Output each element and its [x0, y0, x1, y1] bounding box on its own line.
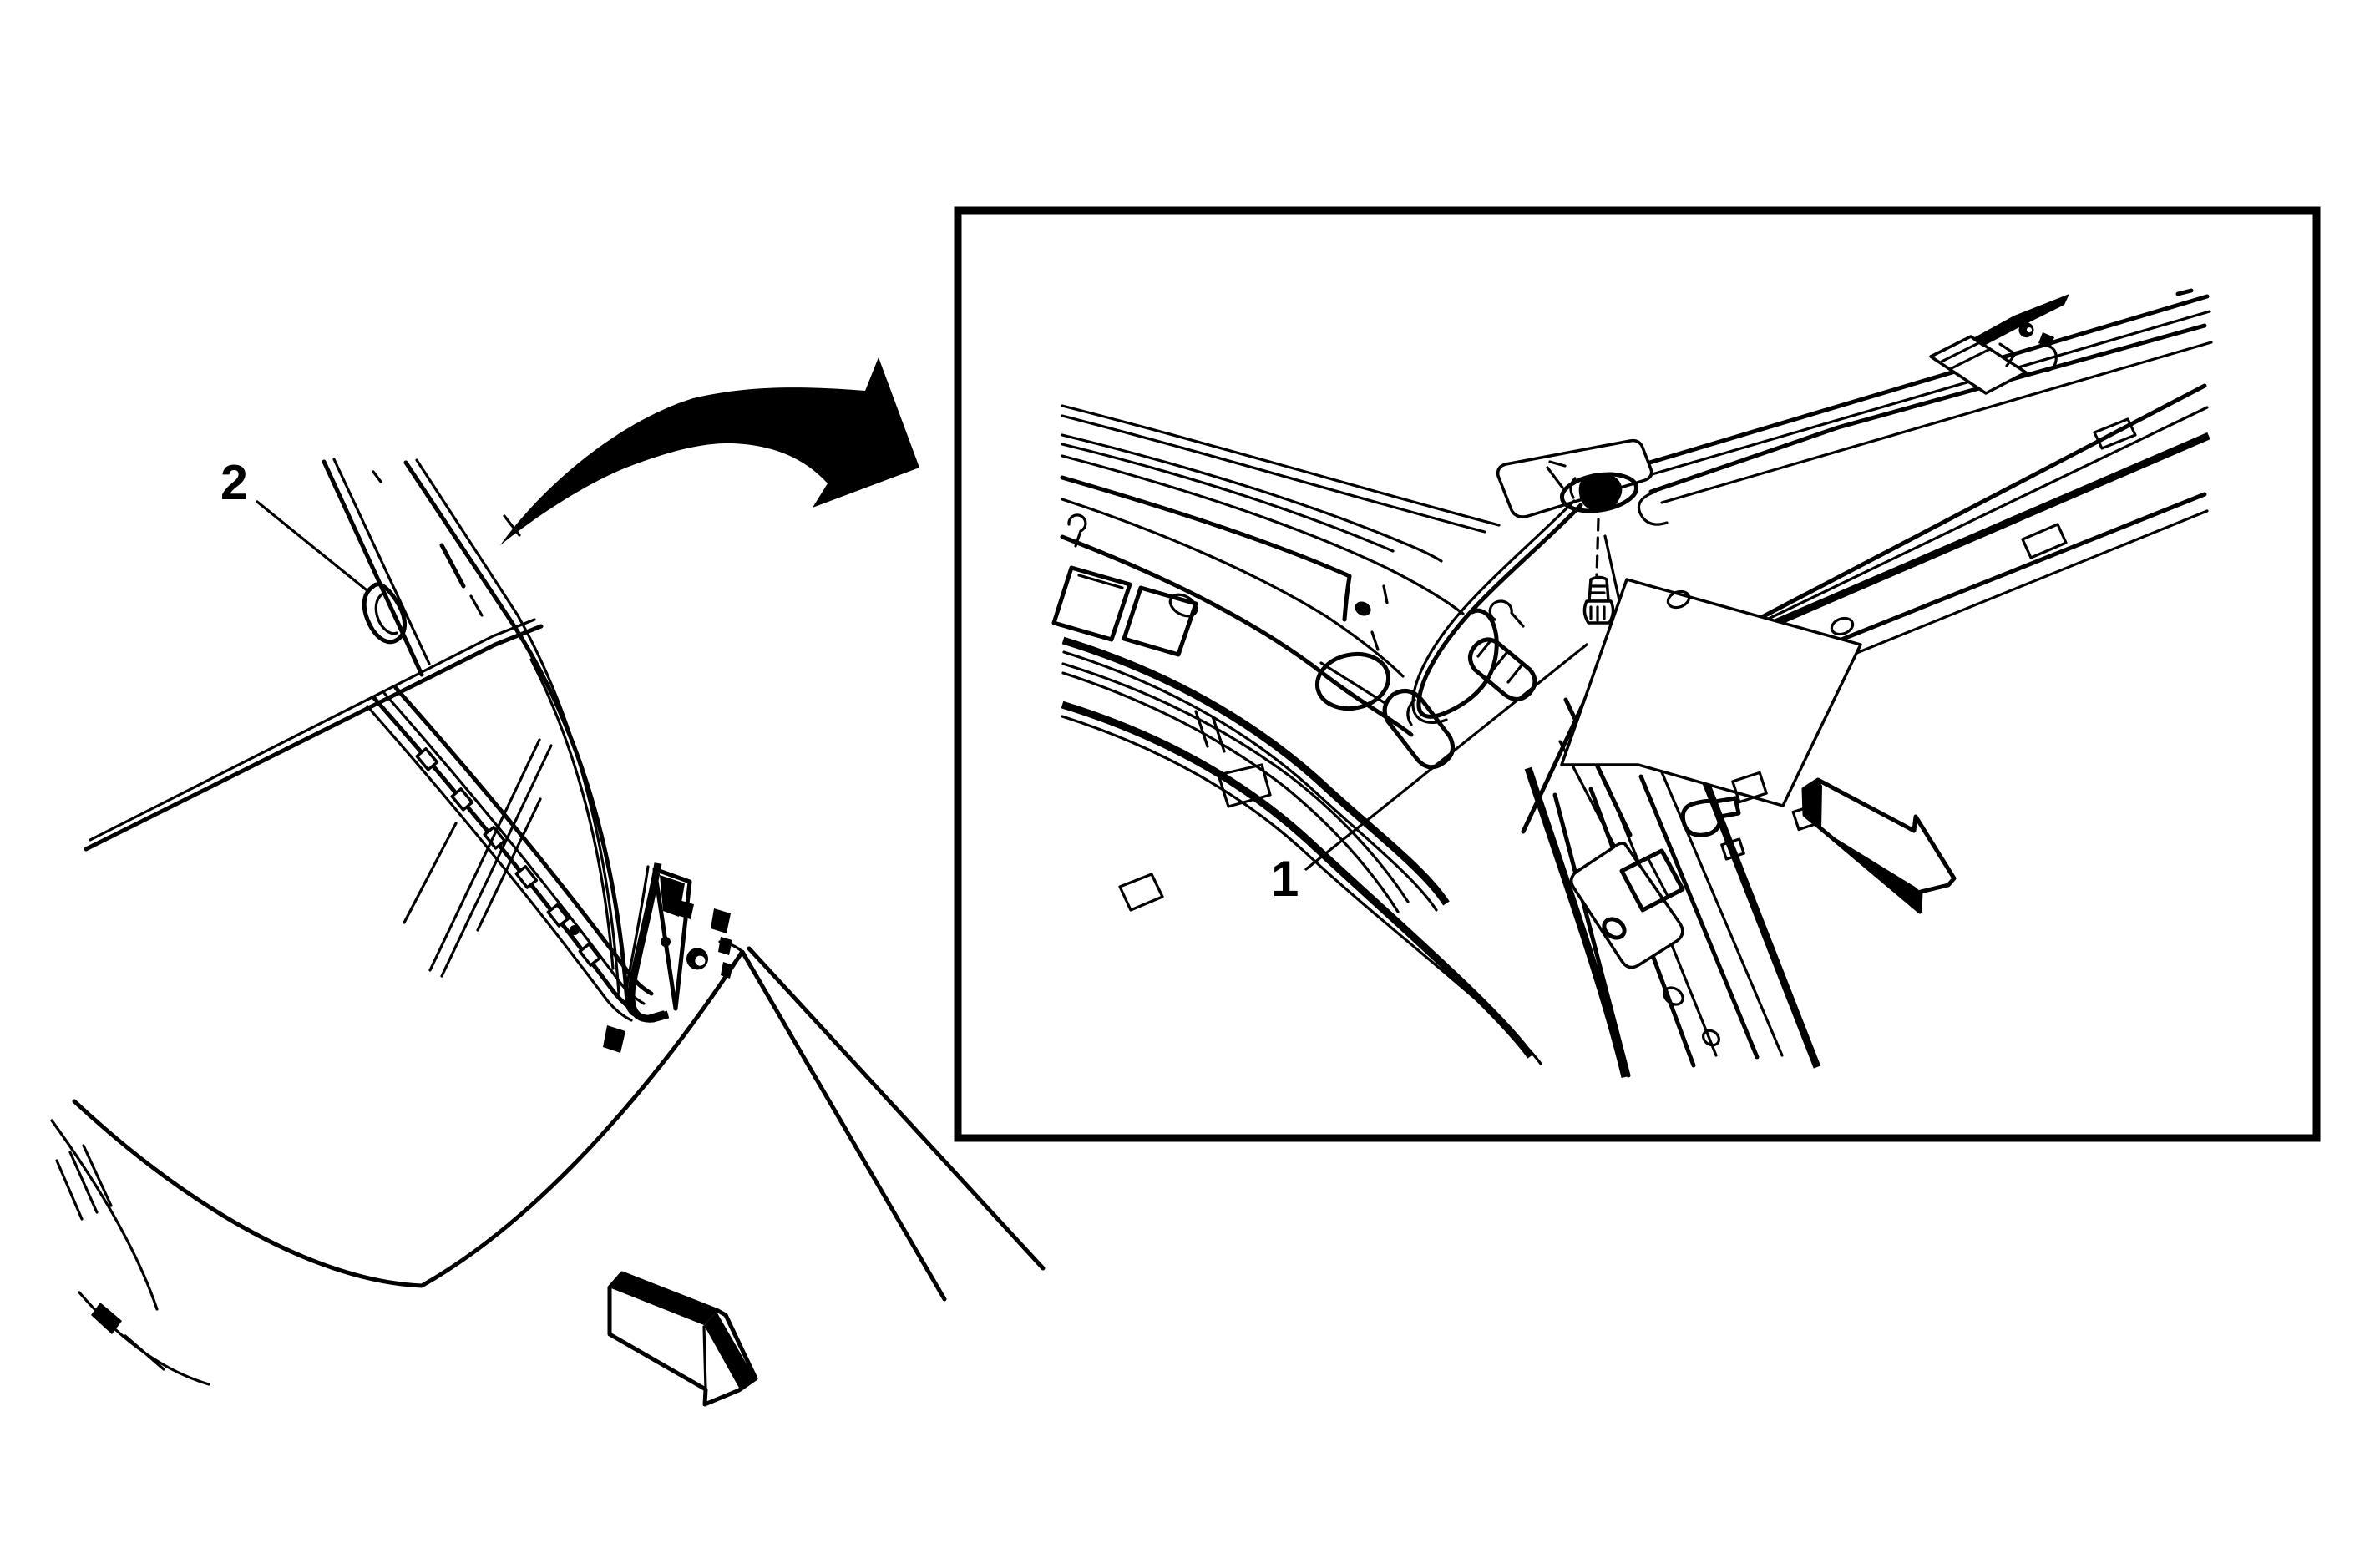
svg-text:2: 2: [220, 455, 248, 510]
svg-text:1: 1: [1271, 851, 1299, 907]
